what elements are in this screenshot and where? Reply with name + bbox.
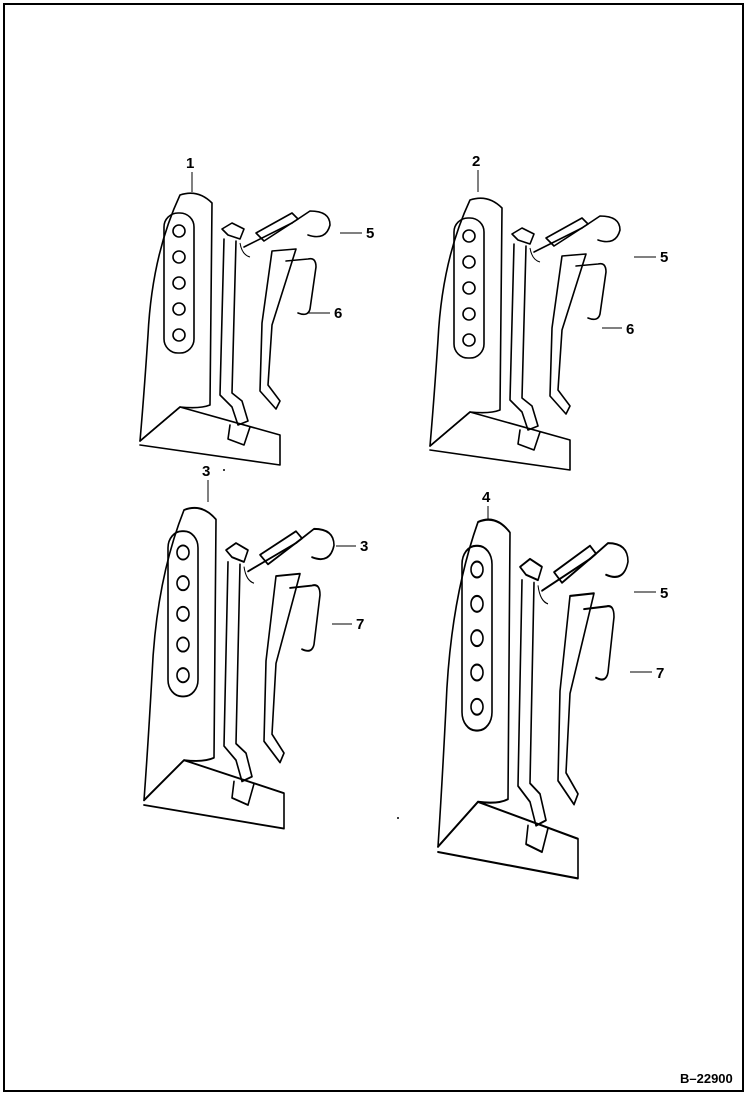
figure-label-2: 2 bbox=[472, 153, 480, 170]
callout-7-fig-4: 7 bbox=[656, 665, 664, 682]
figure-label-1: 1 bbox=[186, 155, 194, 172]
figure-4: 4 5 7 bbox=[436, 489, 668, 880]
callout-3-fig-3: 3 bbox=[360, 538, 368, 555]
callout-5-fig-4: 5 bbox=[660, 585, 668, 602]
figure-1: 1 5 6 bbox=[139, 155, 374, 466]
reference-number: B–22900 bbox=[680, 1071, 733, 1086]
figure-label-3: 3 bbox=[202, 463, 210, 480]
drawing-frame bbox=[3, 3, 744, 1092]
figure-2: 2 5 6 bbox=[429, 153, 668, 471]
callout-6-fig-2: 6 bbox=[626, 321, 634, 338]
figure-label-4: 4 bbox=[482, 489, 491, 506]
callout-5-fig-2: 5 bbox=[660, 249, 668, 266]
callout-5-fig-1: 5 bbox=[366, 225, 374, 242]
callout-6-fig-1: 6 bbox=[334, 305, 342, 322]
callout-7-fig-3: 7 bbox=[356, 616, 364, 633]
figure-3: 3 3 7 bbox=[143, 463, 368, 830]
